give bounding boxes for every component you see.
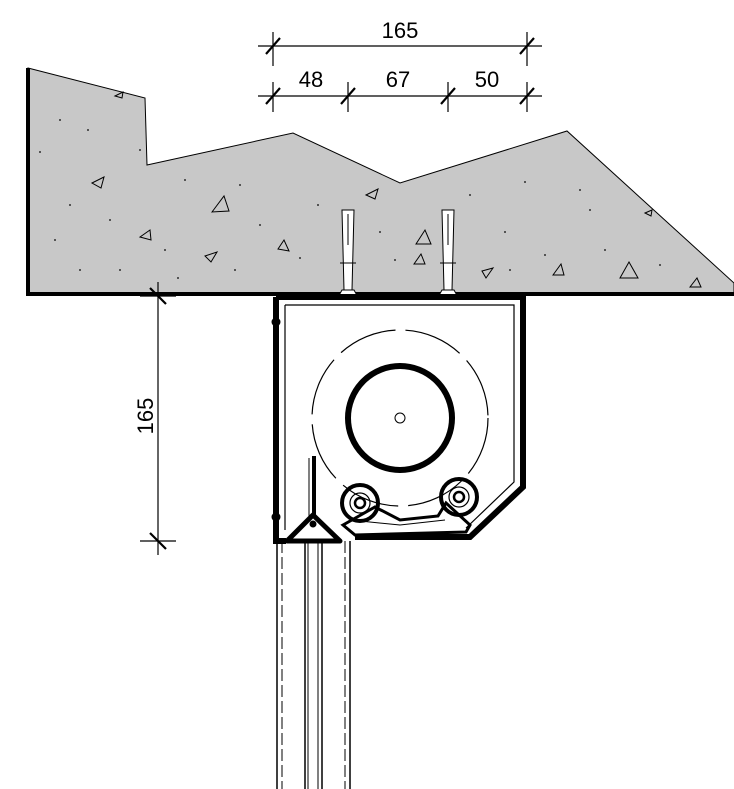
shutter-box [271,294,526,544]
aggregate-dots [39,119,661,279]
dimension-segment-2: 67 [386,67,410,92]
shutter-curtain [284,456,343,544]
aggregate-marks [90,91,702,288]
vertical-dimension-line [140,282,176,555]
top-dimension-lines [258,32,542,112]
dimension-vertical-height: 165 [133,398,158,435]
window-frame [276,541,351,789]
dimension-segment-3: 50 [475,67,499,92]
concrete-slab [26,67,734,296]
dimension-segment-1: 48 [299,67,323,92]
roller-shaft [311,329,489,507]
guide-rollers [340,477,479,537]
dimension-total-width: 165 [382,18,419,43]
